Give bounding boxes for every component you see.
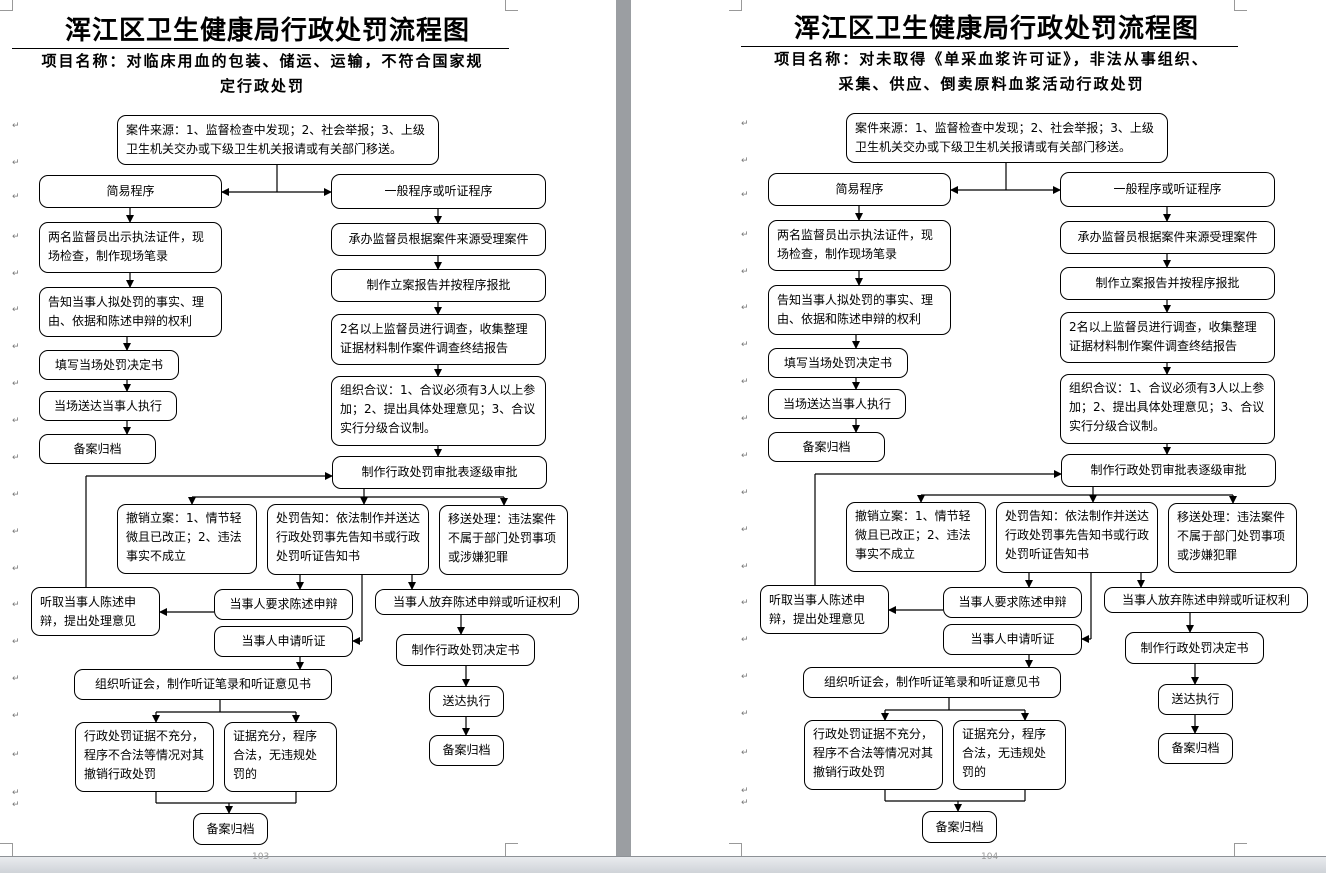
page-title: 浑江区卫生健康局行政处罚流程图 (65, 16, 471, 46)
flow-box-notice: 处罚告知：依法制作并送达行政处罚事先告知书或行政处罚听证告知书 (996, 502, 1158, 573)
flow-box-general: 一般程序或听证程序 (1060, 172, 1275, 207)
flow-box-simple: 简易程序 (768, 173, 951, 206)
flow-box-request-statement: 当事人要求陈述申辩 (214, 589, 353, 620)
flow-box-meeting: 组织合议：1、合议必须有3人以上参加；2、提出具体处理意见；3、合议实行分级合议… (1060, 374, 1275, 444)
flow-box-inspect: 两名监督员出示执法证件，现场检查，制作现场笔录 (768, 220, 951, 271)
flow-box-insufficient: 行政处罚证据不充分，程序不合法等情况对其撤销行政处罚 (75, 722, 214, 792)
flow-box-transfer: 移送处理：违法案件不属于部门处罚事项或涉嫌犯罪 (1168, 503, 1297, 573)
flow-box-archive-general: 备案归档 (429, 735, 504, 766)
flow-box-organize-hearing: 组织听证会，制作听证笔录和听证意见书 (803, 667, 1061, 698)
flow-box-investigate: 2名以上监督员进行调查，收集整理证据材料制作案件调查终结报告 (331, 314, 546, 365)
flow-box-investigate: 2名以上监督员进行调查，收集整理证据材料制作案件调查终结报告 (1060, 312, 1275, 363)
flow-box-notify: 告知当事人拟处罚的事实、理由、依据和陈述申辩的权利 (768, 285, 951, 335)
project-name-line-2: 采集、供应、倒卖原料血浆活动行政处罚 (838, 75, 1145, 93)
flow-box-insufficient: 行政处罚证据不充分，程序不合法等情况对其撤销行政处罚 (804, 720, 943, 790)
flow-box-waive: 当事人放弃陈述申辩或听证权利 (375, 589, 579, 615)
flow-box-deliver-spot: 当场送达当事人执行 (39, 391, 177, 421)
flow-box-meeting: 组织合议：1、合议必须有3人以上参加；2、提出具体处理意见；3、合议实行分级合议… (331, 376, 546, 446)
flow-box-revoke: 撤销立案：1、情节轻微且已改正；2、违法事实不成立 (117, 504, 257, 574)
flow-box-revoke: 撤销立案：1、情节轻微且已改正；2、违法事实不成立 (846, 502, 986, 572)
page-gap (616, 0, 631, 856)
project-name-line-1: 项目名称：对临床用血的包装、储运、运输，不符合国家规 (41, 52, 484, 70)
flow-box-transfer: 移送处理：违法案件不属于部门处罚事项或涉嫌犯罪 (439, 505, 568, 575)
flow-box-accept: 承办监督员根据案件来源受理案件 (1060, 221, 1275, 254)
project-name-line-2: 定行政处罚 (219, 77, 305, 95)
flow-box-archive-simple: 备案归档 (768, 432, 885, 462)
flow-box-request-statement: 当事人要求陈述申辩 (943, 587, 1082, 618)
flow-box-general: 一般程序或听证程序 (331, 174, 546, 209)
flow-box-archive-final: 备案归档 (922, 811, 997, 843)
flow-box-file: 制作立案报告并按程序报批 (331, 269, 546, 302)
flow-box-organize-hearing: 组织听证会，制作听证笔录和听证意见书 (74, 669, 332, 700)
flow-box-deliver-exec: 送达执行 (429, 686, 504, 717)
flow-box-archive-general: 备案归档 (1158, 733, 1233, 764)
flow-box-approval: 制作行政处罚审批表逐级审批 (1061, 454, 1276, 487)
flow-box-notify: 告知当事人拟处罚的事实、理由、依据和陈述申辩的权利 (39, 287, 222, 337)
flow-box-file: 制作立案报告并按程序报批 (1060, 267, 1275, 300)
project-name-line-1: 项目名称：对未取得《单采血浆许可证》，非法从事组织、 (774, 50, 1209, 68)
flow-box-archive-simple: 备案归档 (39, 434, 156, 464)
flow-box-decision: 制作行政处罚决定书 (396, 634, 535, 666)
page-title: 浑江区卫生健康局行政处罚流程图 (794, 14, 1200, 44)
flow-box-waive: 当事人放弃陈述申辩或听证权利 (1104, 587, 1308, 613)
status-bar (0, 856, 1326, 873)
flow-box-simple: 简易程序 (39, 175, 222, 208)
flow-box-inspect: 两名监督员出示执法证件，现场检查，制作现场笔录 (39, 222, 222, 273)
flow-box-archive-final: 备案归档 (193, 813, 268, 845)
flow-box-accept: 承办监督员根据案件来源受理案件 (331, 223, 546, 256)
flow-box-deliver-spot: 当场送达当事人执行 (768, 389, 906, 419)
flow-box-sufficient: 证据充分，程序合法，无违规处罚的 (224, 722, 337, 792)
flow-box-fill: 填写当场处罚决定书 (39, 350, 179, 380)
flow-box-hear: 听取当事人陈述申辩，提出处理意见 (760, 585, 889, 634)
flow-box-request-hearing: 当事人申请听证 (943, 624, 1082, 655)
flow-box-decision: 制作行政处罚决定书 (1125, 632, 1264, 664)
flow-box-request-hearing: 当事人申请听证 (214, 626, 353, 657)
flow-box-source: 案件来源：1、监督检查中发现；2、社会举报；3、上级卫生机关交办或下级卫生机关报… (846, 113, 1168, 163)
flow-box-approval: 制作行政处罚审批表逐级审批 (332, 456, 547, 489)
flow-box-fill: 填写当场处罚决定书 (768, 348, 908, 378)
flow-box-deliver-exec: 送达执行 (1158, 684, 1233, 715)
flow-box-sufficient: 证据充分，程序合法，无违规处罚的 (953, 720, 1066, 790)
flow-box-notice: 处罚告知：依法制作并送达行政处罚事先告知书或行政处罚听证告知书 (267, 504, 429, 575)
flow-box-source: 案件来源：1、监督检查中发现；2、社会举报；3、上级卫生机关交办或下级卫生机关报… (117, 115, 439, 165)
flow-box-hear: 听取当事人陈述申辩，提出处理意见 (31, 587, 160, 636)
